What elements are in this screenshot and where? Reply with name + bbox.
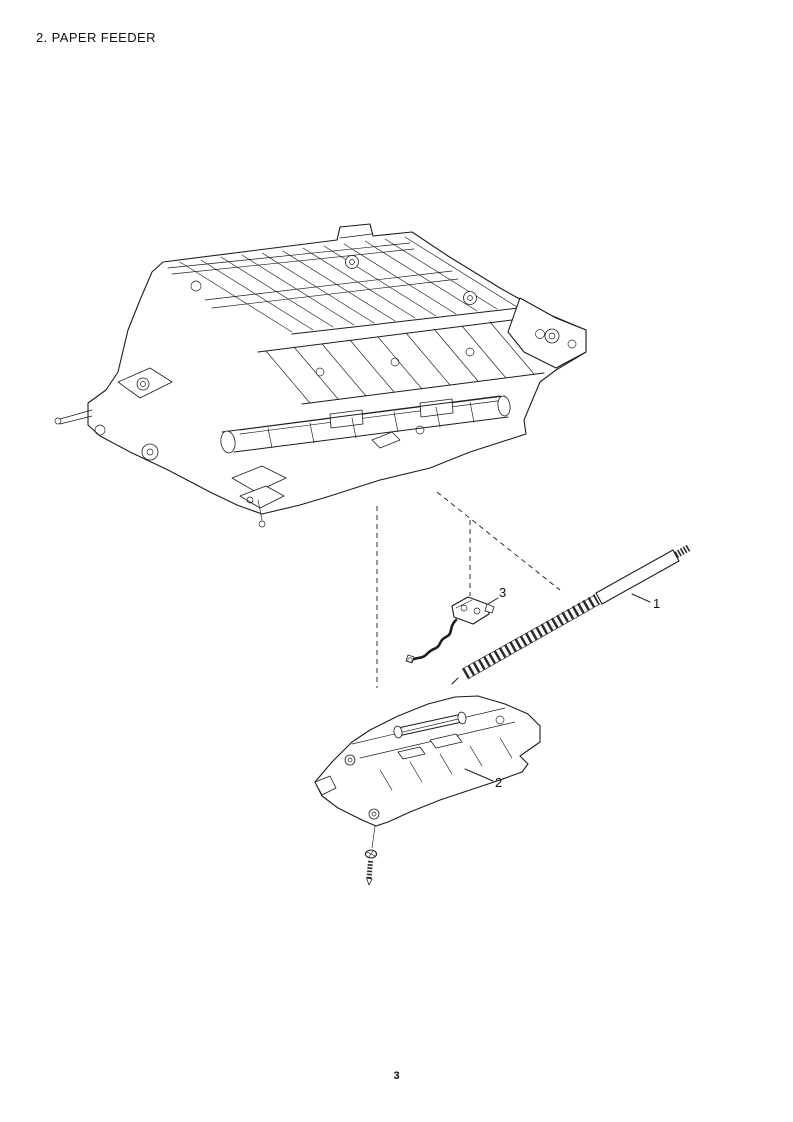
callout-2: 2 [464, 768, 502, 790]
callout-3-label: 3 [499, 585, 506, 600]
page-number: 3 [393, 1070, 400, 1082]
assembly-connector-lines [376, 491, 561, 688]
mounting-screw [364, 825, 378, 886]
part-3-sensor-with-harness [405, 596, 495, 664]
part-2-base-frame-assembly [314, 695, 541, 827]
callout-3: 3 [487, 585, 506, 605]
part-1-roller-shaft-with-spring [451, 543, 692, 685]
callout-1-label: 1 [653, 596, 660, 611]
callout-2-label: 2 [495, 775, 502, 790]
section-title: 2. PAPER FEEDER [36, 30, 156, 45]
paper-feeder-assembly-drawing [54, 223, 587, 528]
callout-1: 1 [631, 593, 660, 611]
